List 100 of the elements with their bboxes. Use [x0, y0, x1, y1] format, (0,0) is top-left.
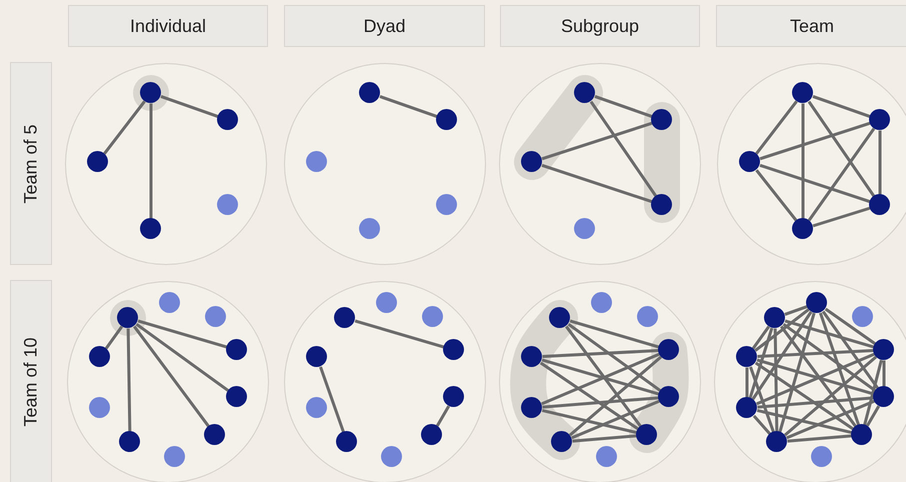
member-dot: [306, 346, 327, 367]
connection-line: [542, 349, 659, 358]
connection-line: [784, 356, 878, 436]
connection-line: [784, 320, 874, 348]
connection-line: [126, 328, 132, 432]
connection-line: [568, 356, 662, 436]
inactive-member-dot: [436, 194, 457, 215]
inactive-member-dot: [376, 292, 397, 313]
inactive-member-dot: [422, 306, 443, 327]
member-dot: [217, 109, 238, 130]
member-dot: [204, 424, 225, 445]
connection-line: [774, 328, 778, 432]
connection-line: [782, 322, 876, 392]
connection-line: [749, 366, 775, 433]
inactive-member-dot: [359, 218, 380, 239]
column-header: [500, 5, 700, 47]
connection-line: [760, 122, 870, 160]
header-label: Team of 10: [20, 337, 42, 427]
inactive-member-dot: [637, 306, 658, 327]
connection-line: [755, 169, 798, 222]
connection-line: [540, 362, 640, 430]
connection-line: [824, 308, 876, 346]
member-dot: [792, 218, 813, 239]
connection-line: [756, 358, 874, 396]
connection-line: [863, 360, 883, 426]
member-dot: [226, 339, 247, 360]
member-dot: [421, 424, 442, 445]
member-dot: [869, 109, 890, 130]
row-header: [10, 62, 52, 265]
inactive-member-dot: [381, 446, 402, 467]
member-dot: [436, 109, 457, 130]
connection-line: [542, 396, 659, 409]
connection-line: [542, 358, 660, 396]
connection-line: [594, 95, 653, 118]
connection-line: [812, 206, 870, 228]
header-label: Individual: [130, 16, 206, 36]
connection-line: [756, 408, 852, 434]
connection-line: [354, 320, 444, 348]
connection-line: [590, 100, 658, 198]
connection-line: [812, 95, 871, 118]
connection-line: [802, 104, 804, 218]
connection-line: [572, 434, 637, 443]
connection-line: [757, 396, 874, 409]
connection-line: [808, 128, 876, 222]
member-dot: [766, 431, 787, 452]
member-dot: [443, 386, 464, 407]
member-dot: [851, 424, 872, 445]
connection-line: [541, 352, 660, 406]
member-dot: [806, 292, 827, 313]
row-header: [10, 280, 52, 482]
header-label: Subgroup: [560, 16, 640, 36]
connection-line: [755, 100, 798, 155]
member-dot: [739, 151, 760, 172]
column-header: [68, 5, 268, 47]
connection-line: [754, 308, 810, 352]
member-dot: [764, 307, 785, 328]
connection-line: [780, 326, 857, 428]
connection-line: [866, 405, 880, 427]
connection-line: [760, 164, 870, 204]
member-dot: [736, 397, 757, 418]
connection-line: [784, 305, 808, 316]
connection-line: [436, 405, 450, 427]
connection-line: [808, 100, 876, 198]
inactive-member-dot: [591, 292, 612, 313]
connection-line: [103, 100, 146, 155]
connection-line: [822, 310, 880, 390]
connection-line: [542, 122, 652, 160]
connection-line: [542, 408, 638, 434]
inactive-member-dot: [217, 194, 238, 215]
connection-line: [133, 326, 210, 428]
connection-line: [756, 352, 875, 406]
connection-line: [786, 400, 875, 440]
connection-line: [160, 95, 219, 118]
connection-line: [568, 322, 662, 392]
inactive-member-dot: [852, 306, 873, 327]
member-dot: [873, 339, 894, 360]
member-dot: [359, 82, 380, 103]
connection-line: [778, 312, 816, 432]
member-dot: [336, 431, 357, 452]
connection-line: [757, 349, 874, 358]
member-dot: [89, 346, 110, 367]
member-dot: [87, 151, 108, 172]
inactive-member-dot: [205, 306, 226, 327]
connection-line: [878, 130, 882, 194]
column-header: [716, 5, 906, 47]
member-dot: [736, 346, 757, 367]
connection-line: [754, 362, 854, 430]
inactive-member-dot: [164, 446, 185, 467]
connection-line: [570, 320, 660, 348]
member-dot: [869, 194, 890, 215]
member-dot: [119, 431, 140, 452]
connection-line: [542, 164, 652, 204]
member-dot: [792, 82, 813, 103]
connection-line: [379, 95, 438, 118]
inactive-member-dot: [574, 218, 595, 239]
connection-line: [752, 326, 770, 350]
connection-line: [882, 360, 886, 386]
connection-line: [571, 400, 660, 440]
inactive-member-dot: [306, 151, 327, 172]
connection-line: [746, 368, 748, 398]
